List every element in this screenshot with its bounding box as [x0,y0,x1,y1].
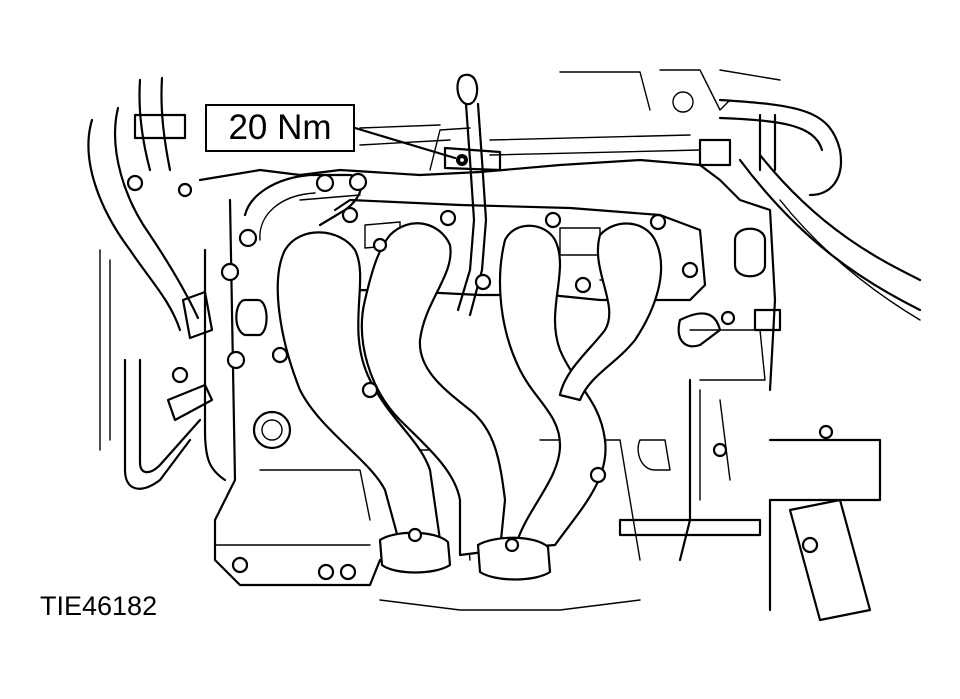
bolt-icon [126,154,834,581]
engine-block [198,69,781,611]
exhaust-manifold-icon [276,222,663,581]
dipstick-tube-icon [443,73,502,317]
figure-id-label: TIE46182 [40,591,158,621]
torque-callout: 20 Nm [205,104,355,152]
right-hoses [618,98,922,622]
coolant-outlets [235,298,671,471]
torque-leader-line [353,126,457,160]
left-hoses [87,76,214,490]
